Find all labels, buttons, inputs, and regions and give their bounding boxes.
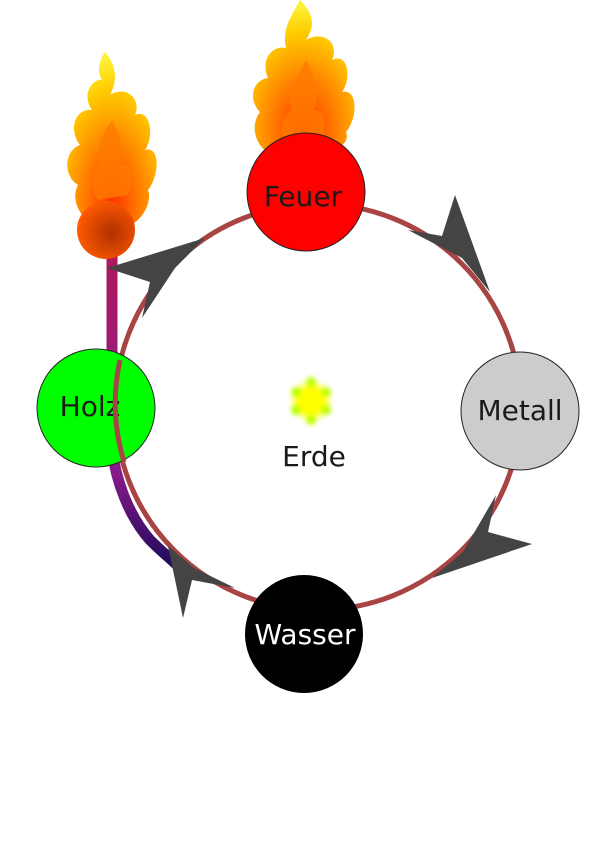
arrow-head-icon	[168, 546, 235, 618]
node-wood-label: Holz	[60, 390, 121, 423]
flame-core	[92, 120, 132, 200]
arrow-head-icon	[432, 495, 532, 578]
earth-star-icon	[289, 377, 333, 425]
node-metal: Metall	[460, 351, 580, 471]
node-metal-circle	[460, 351, 580, 471]
node-water-label: Wasser	[255, 618, 356, 651]
flame-icon	[67, 52, 157, 259]
node-fire: Feuer	[246, 132, 366, 252]
node-fire-label: Feuer	[264, 180, 343, 213]
node-water: Wasser	[245, 575, 363, 693]
node-wood: Holz	[36, 348, 156, 468]
node-fire-circle	[246, 132, 366, 252]
cycle-arrows	[107, 195, 532, 618]
node-wood-circle	[36, 348, 156, 468]
earth-center: Erde	[282, 377, 346, 473]
arrow-head-icon	[408, 195, 490, 292]
flame-icon	[253, 0, 355, 152]
node-water-circle	[245, 575, 363, 693]
cycle-ring-overlay	[112, 359, 127, 463]
arrow-head-icon	[107, 238, 205, 318]
torch-ball	[77, 201, 135, 259]
earth-label: Erde	[282, 440, 346, 473]
node-metal-label: Metall	[477, 394, 562, 427]
flame-core	[282, 60, 325, 148]
